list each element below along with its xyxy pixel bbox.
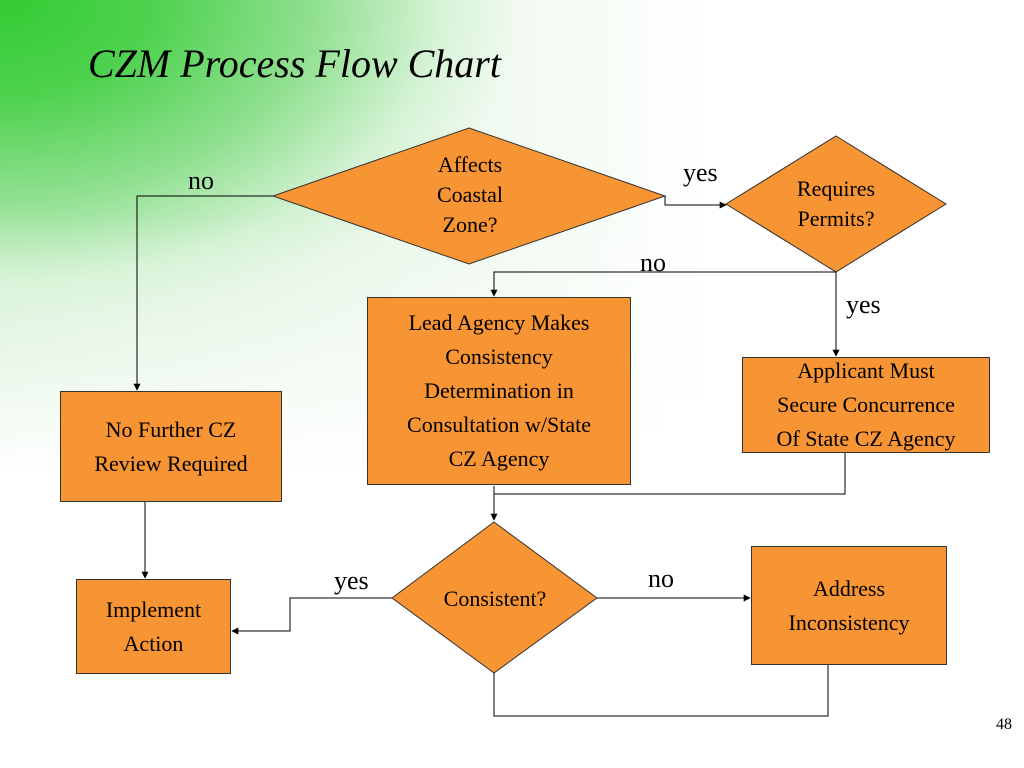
- applicant-must-box: Applicant Must Secure Concurrence Of Sta…: [742, 357, 990, 453]
- connector-address-loop: [493, 664, 829, 717]
- address-inconsistency-box: Address Inconsistency: [751, 546, 947, 665]
- implement-action-box: Implement Action: [76, 579, 231, 674]
- connector-affects-no: [133, 195, 273, 391]
- connector-applicant-to-consistent: [494, 452, 846, 495]
- no-further-review-label: No Further CZ Review Required: [94, 416, 248, 476]
- implement-action-label: Implement Action: [105, 596, 202, 656]
- edge-label-permits-yes: yes: [846, 290, 881, 319]
- affects-coastal-zone-label: Affects Coastal Zone?: [437, 152, 503, 237]
- edge-label-affects-yes: yes: [683, 158, 718, 187]
- edge-label-consistent-no: no: [648, 564, 674, 593]
- edge-label-permits-no: no: [640, 248, 666, 277]
- applicant-must-label: Applicant Must Secure Concurrence Of Sta…: [776, 358, 956, 451]
- edge-label-affects-no: no: [188, 166, 214, 195]
- slide-title: CZM Process Flow Chart: [88, 41, 501, 86]
- lead-agency-label: Lead Agency Makes Consistency Determinat…: [407, 310, 591, 471]
- no-further-review-box: No Further CZ Review Required: [60, 391, 282, 502]
- connector-consistent-yes: [231, 597, 392, 635]
- connector-permits-no: [490, 271, 836, 297]
- address-inconsistency-label: Address Inconsistency: [788, 575, 910, 635]
- page-number: 48: [996, 716, 1012, 733]
- lead-agency-box: Lead Agency Makes Consistency Determinat…: [367, 297, 631, 485]
- decision-diamond-affects-coastal-zone: [271, 127, 667, 265]
- edge-label-consistent-yes: yes: [334, 566, 369, 595]
- requires-permits-label: Requires Permits?: [796, 176, 876, 231]
- connector-affects-yes: [664, 196, 727, 209]
- consistent-label: Consistent?: [443, 586, 547, 611]
